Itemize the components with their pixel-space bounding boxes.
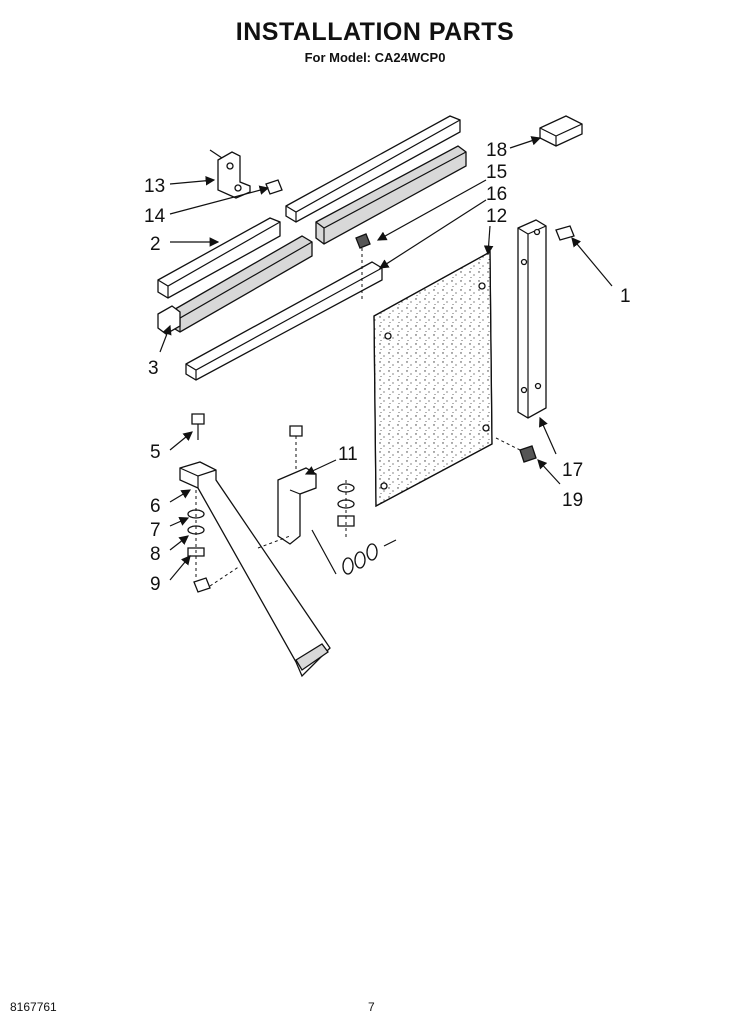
callout-15: 15 <box>486 162 507 183</box>
part-14-screw <box>265 179 283 195</box>
part-11-bolt <box>289 425 303 470</box>
part-19-screw <box>495 437 537 463</box>
callout-5: 5 <box>150 442 161 463</box>
part-1-screw <box>555 225 575 241</box>
callout-11: 11 <box>338 444 358 465</box>
page-number: 7 <box>368 1000 375 1014</box>
callout-3: 3 <box>148 358 159 379</box>
callout-9: 9 <box>150 574 161 595</box>
callout-17: 17 <box>562 460 583 481</box>
callout-18: 18 <box>486 140 507 161</box>
part-13-bracket <box>209 149 251 199</box>
leader-lines <box>159 136 613 581</box>
document-number: 8167761 <box>10 1000 57 1014</box>
part-16-screw <box>355 233 371 300</box>
part-17-channel <box>517 219 547 419</box>
part-2-rail <box>157 217 281 299</box>
callout-14: 14 <box>144 206 166 227</box>
part-12-panel <box>373 250 493 508</box>
callout-16: 16 <box>486 184 507 205</box>
part-5-bolt <box>191 413 205 440</box>
callout-7: 7 <box>150 520 161 541</box>
part-9-bolt <box>193 565 241 593</box>
part-15-channel-rail <box>315 145 467 245</box>
callout-6: 6 <box>150 496 161 517</box>
part-18-block <box>539 115 583 147</box>
callout-8: 8 <box>150 544 161 565</box>
bottom-rail <box>185 261 383 381</box>
washer-stack-right <box>311 480 397 575</box>
leg-brace <box>179 461 331 678</box>
model-subtitle: For Model: CA24WCP0 <box>304 50 446 65</box>
washer-stack-left <box>187 490 205 580</box>
top-rail <box>285 115 461 223</box>
callout-2: 2 <box>150 234 161 255</box>
callout-1: 1 <box>620 286 631 307</box>
callout-12: 12 <box>486 206 507 227</box>
callout-19: 19 <box>562 490 583 511</box>
part-11-bracket <box>277 467 317 545</box>
page-title: INSTALLATION PARTS <box>235 18 515 46</box>
callout-13: 13 <box>144 176 165 197</box>
